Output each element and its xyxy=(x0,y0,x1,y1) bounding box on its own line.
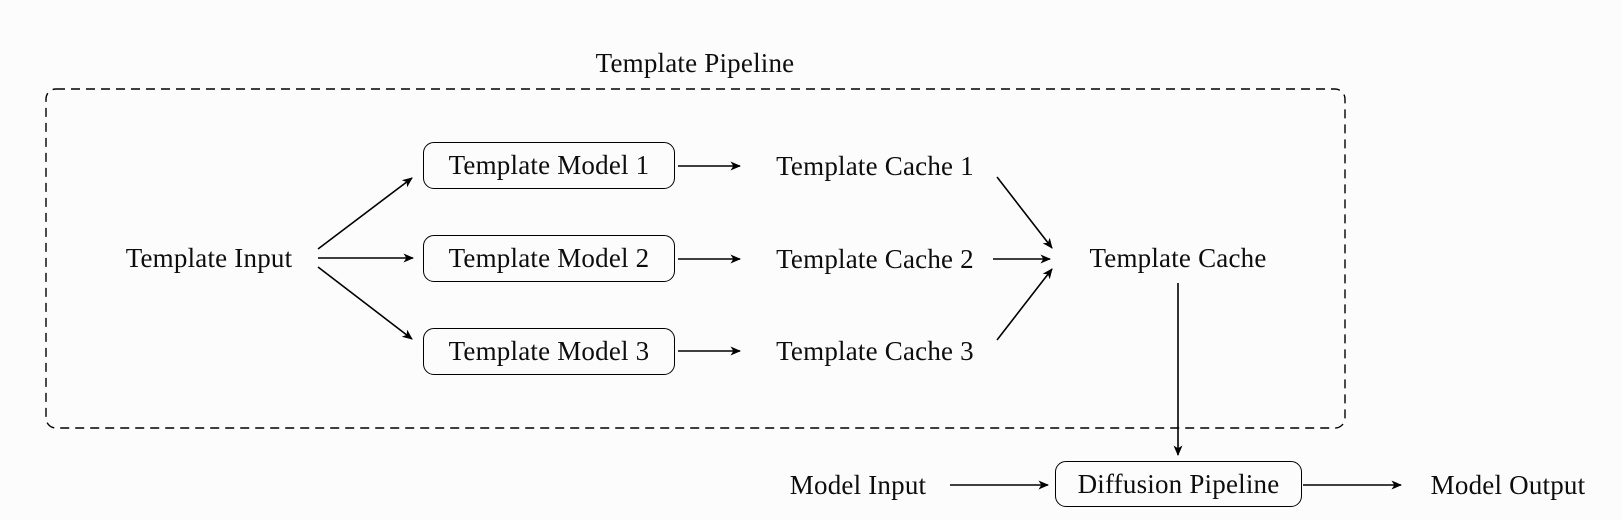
node-diffusion-pipeline: Diffusion Pipeline xyxy=(1055,461,1302,507)
node-model-output: Model Output xyxy=(1430,469,1586,500)
node-template-input: Template Input xyxy=(125,242,293,273)
node-template-model-3: Template Model 3 xyxy=(423,328,675,375)
diagram-title: Template Pipeline xyxy=(595,48,795,78)
edge-cache-1-to-merged-cache xyxy=(996,176,1053,249)
edge-cache-3-to-merged-cache xyxy=(996,268,1053,341)
node-model-input: Model Input xyxy=(789,469,927,500)
edge-input-to-model-1 xyxy=(317,177,413,250)
node-template-cache-3: Template Cache 3 xyxy=(776,335,974,366)
edge-input-to-model-3 xyxy=(317,266,413,340)
template-pipeline-boundary xyxy=(45,88,1346,429)
node-template-cache-2: Template Cache 2 xyxy=(776,243,974,274)
node-template-model-2: Template Model 2 xyxy=(423,235,675,282)
node-template-model-1: Template Model 1 xyxy=(423,142,675,189)
node-template-cache-1: Template Cache 1 xyxy=(776,150,974,181)
node-template-cache-merged: Template Cache xyxy=(1089,242,1267,273)
